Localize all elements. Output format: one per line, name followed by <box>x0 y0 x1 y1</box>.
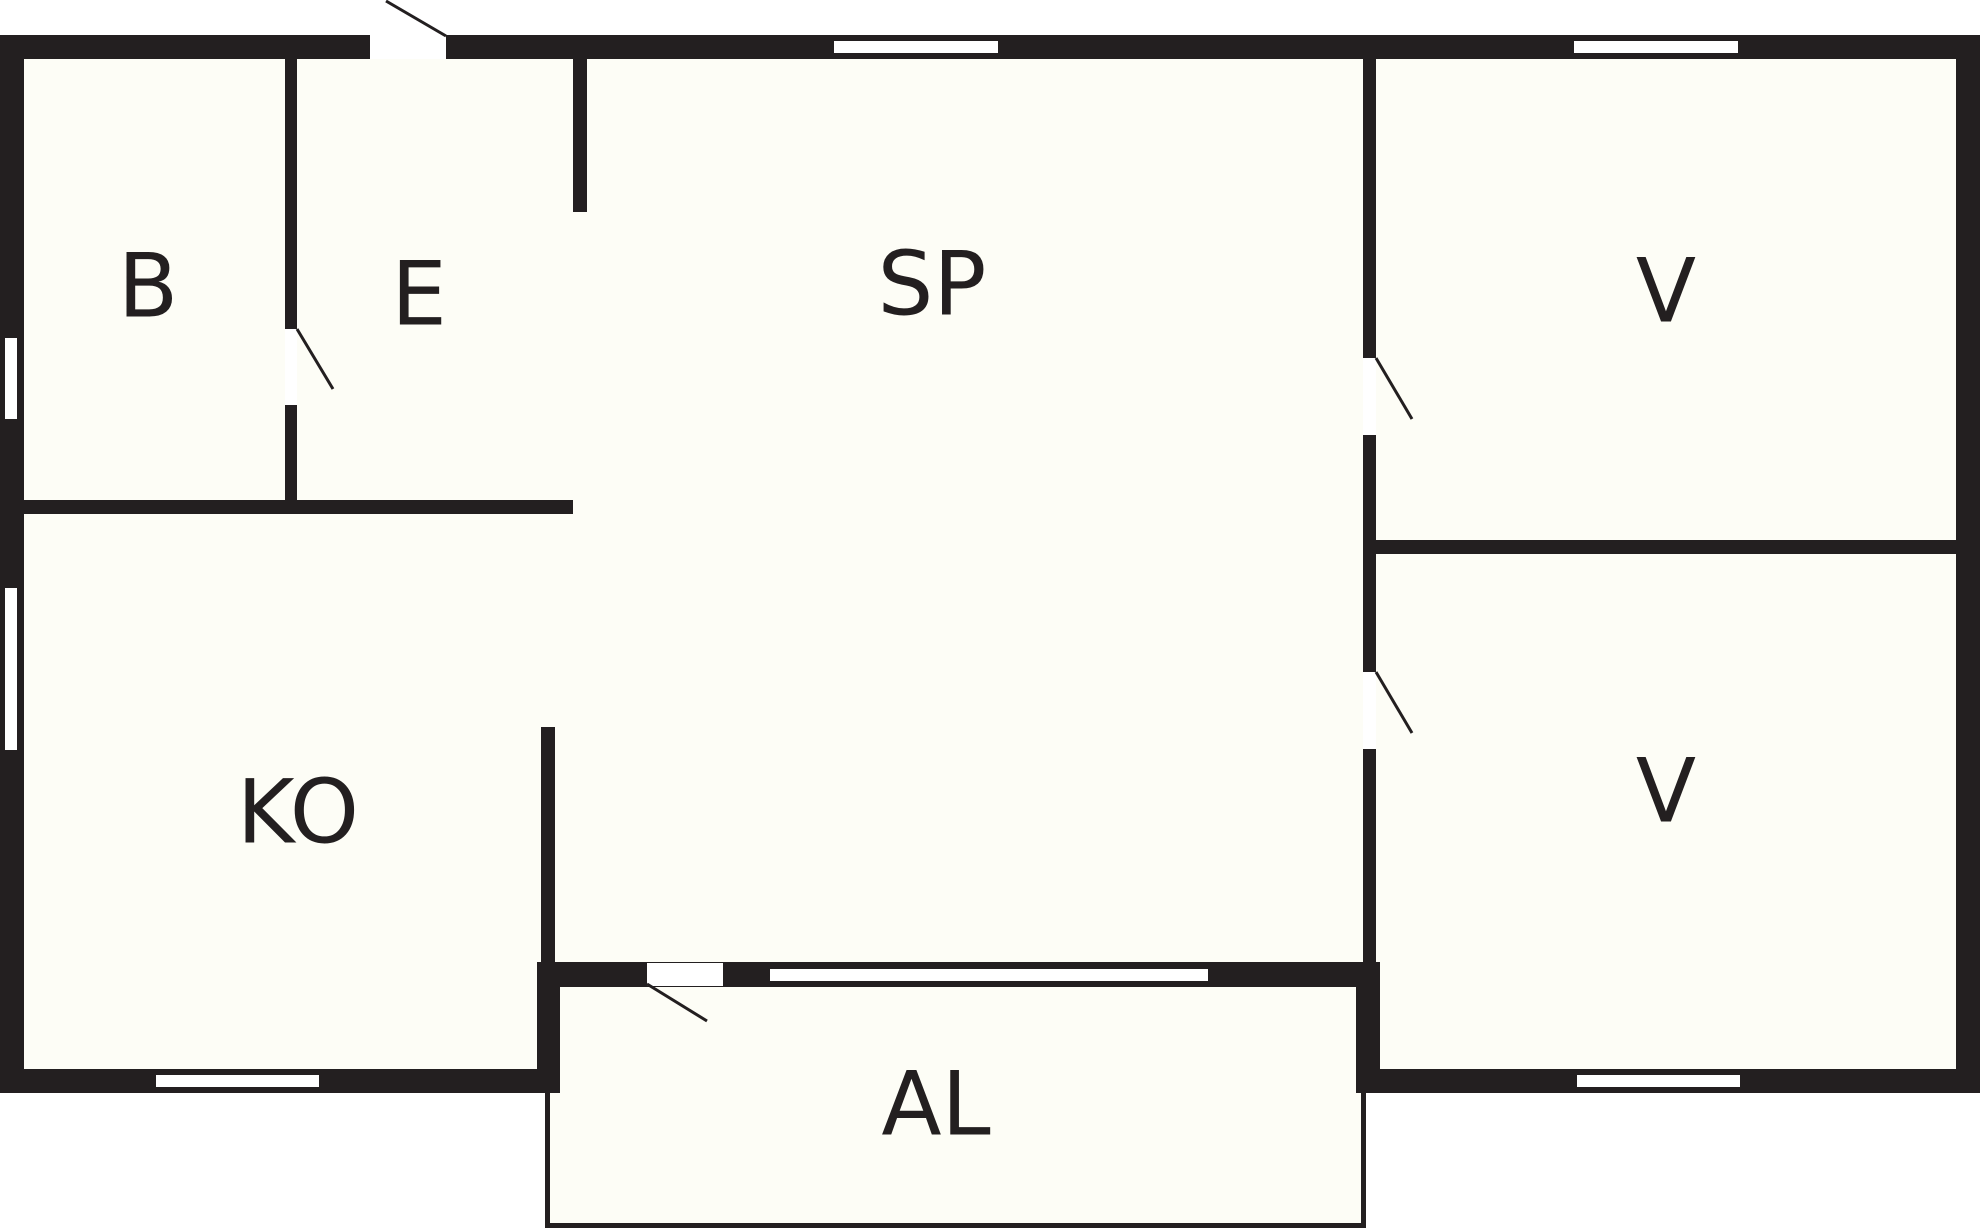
room-labels: B E SP V V KO AL <box>118 233 1696 1156</box>
door-opening-bath <box>285 329 297 405</box>
floor-main <box>12 47 1965 1081</box>
door-leaf-v-lower <box>1374 671 1414 734</box>
window-top-sp <box>834 41 998 53</box>
wall-balcony-rail-bottom <box>545 1223 1366 1228</box>
wall-sp-v-mid <box>1363 435 1376 672</box>
door-opening-v-lower <box>1363 672 1376 749</box>
window-bottom-ko <box>156 1075 319 1087</box>
room-label-sp: SP <box>878 233 987 336</box>
wall-balcony-rail-right <box>1361 1093 1366 1228</box>
door-leaf-v-upper <box>1374 357 1414 420</box>
wall-b-ko <box>24 500 573 514</box>
door-opening-entrance <box>370 35 446 59</box>
wall-e-sp-stub <box>573 59 587 212</box>
wall-b-e <box>285 59 297 329</box>
door-leaf-balcony <box>646 982 708 1023</box>
wall-top-right <box>446 35 1980 59</box>
wall-sp-v-lower <box>1363 749 1376 967</box>
window-top-v <box>1574 41 1738 53</box>
room-label-v-upper: V <box>1636 240 1696 343</box>
door-leaf-entrance <box>385 0 447 38</box>
room-label-v-lower: V <box>1636 740 1696 843</box>
wall-sp-v <box>1363 59 1376 358</box>
door-swings <box>295 0 1414 1023</box>
door-openings <box>285 35 1376 986</box>
windows <box>5 41 1740 1087</box>
window-balcony <box>770 969 1208 981</box>
floor-areas <box>12 47 1965 1224</box>
wall-balcony-left-post <box>537 962 560 1093</box>
wall-b-e-lower <box>285 405 297 506</box>
wall-balcony-right-post <box>1356 962 1380 1093</box>
wall-ko-sp <box>541 727 555 967</box>
room-label-b: B <box>118 235 178 338</box>
exterior-walls <box>0 35 1980 1228</box>
door-opening-balcony <box>647 963 723 986</box>
wall-balcony-rail-left <box>545 1093 550 1228</box>
window-left-ko <box>5 588 17 750</box>
window-left-b <box>5 338 17 419</box>
wall-left <box>0 35 24 1093</box>
window-bottom-v <box>1577 1075 1740 1087</box>
room-label-ko: KO <box>237 761 359 864</box>
wall-v-v <box>1376 540 1956 554</box>
floor-balcony <box>547 977 1363 1224</box>
wall-top-left <box>0 35 370 59</box>
door-opening-v-upper <box>1363 358 1376 435</box>
room-label-al: AL <box>881 1053 990 1156</box>
room-label-e: E <box>391 243 447 346</box>
door-leaf-bath <box>295 328 335 390</box>
wall-right <box>1956 35 1980 1093</box>
interior-walls <box>24 59 1956 967</box>
